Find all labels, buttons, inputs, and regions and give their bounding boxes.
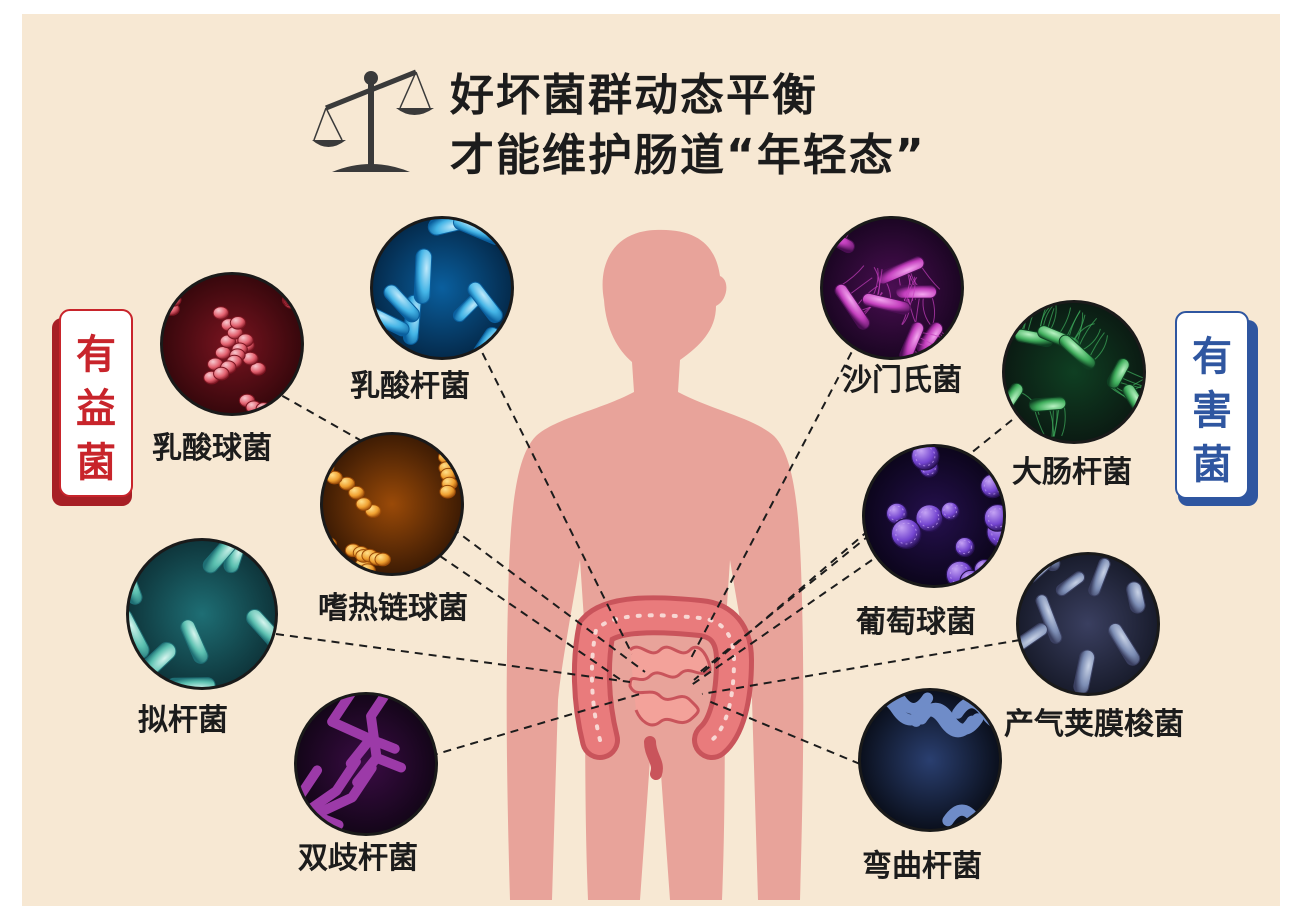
bacteria-label: 产气荚膜梭菌: [1004, 707, 1184, 742]
harmful-bacteria: [820, 216, 1160, 832]
human-body-silhouette: [506, 229, 804, 900]
bacteria-disc-campylobacter: [858, 688, 1002, 832]
group-label-char: 害: [1192, 388, 1232, 434]
balance-scale-icon: [312, 69, 434, 172]
bacteria-label: 沙门氏菌: [842, 363, 962, 398]
bacteria-disc-lactococcus: [160, 272, 304, 416]
group-label-char: 有: [76, 332, 116, 378]
beneficial-group-badge: 有 益 菌: [52, 309, 133, 506]
bacteria-disc-clostridium-perfringens: [1016, 552, 1160, 696]
bacteria-label: 乳酸球菌: [152, 431, 272, 466]
bacteria-label: 弯曲杆菌: [862, 849, 982, 884]
bacteria-label: 嗜热链球菌: [318, 591, 468, 626]
bacteria-disc-streptococcus-thermophilus: [320, 432, 464, 576]
bacteria-disc-lactobacillus: [370, 216, 514, 360]
group-label-char: 益: [76, 386, 116, 432]
group-label-char: 菌: [1192, 442, 1232, 488]
bacteria-label: 乳酸杆菌: [350, 369, 470, 404]
bacteria-labels: 乳酸球菌 乳酸杆菌 嗜热链球菌 拟杆菌 双歧杆菌 沙门氏菌 大肠杆菌 葡萄球菌 …: [138, 363, 1184, 884]
beneficial-bacteria: [126, 216, 514, 836]
bacteria-label: 大肠杆菌: [1012, 455, 1132, 490]
harmful-group-badge: 有 害 菌: [1175, 311, 1258, 506]
group-label-char: 菌: [76, 440, 116, 486]
bacteria-label: 拟杆菌: [138, 703, 228, 738]
group-label-char: 有: [1192, 334, 1232, 380]
bacteria-disc-salmonella: [820, 216, 964, 360]
connector-lines: [257, 327, 1021, 765]
bacteria-label: 葡萄球菌: [856, 605, 976, 640]
page-title-line1: 好坏菌群动态平衡: [449, 70, 818, 121]
bacteria-disc-bifidobacterium: [294, 692, 438, 836]
page-title-line2: 才能维护肠道“年轻态”: [450, 130, 926, 181]
bacteria-label: 双歧杆菌: [298, 841, 418, 876]
intestine: [571, 595, 755, 780]
